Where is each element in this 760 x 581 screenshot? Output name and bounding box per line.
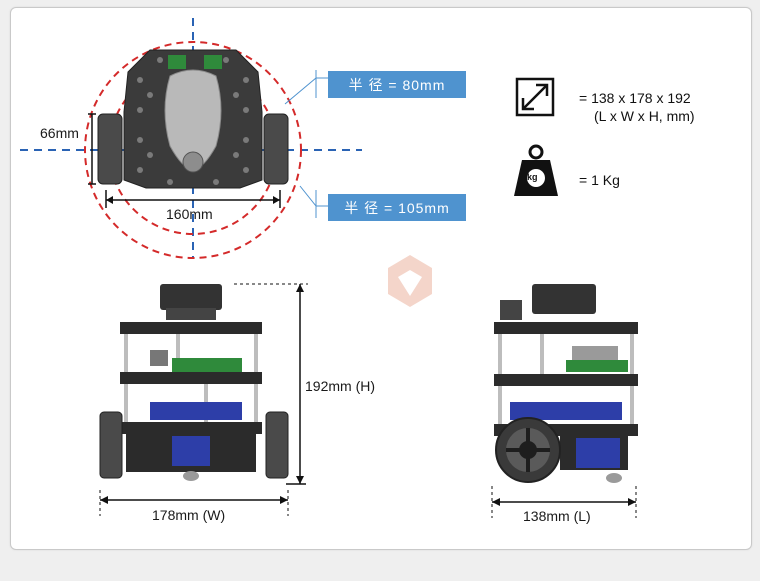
lidar-sensor <box>164 69 222 171</box>
front-width-label: 178mm (W) <box>152 507 226 523</box>
top-view <box>20 18 362 259</box>
front-right-wheel <box>265 411 289 479</box>
dimensions-spec-line2: (L x W x H, mm) <box>594 108 695 124</box>
radius-105-leader <box>299 185 328 207</box>
radius-105-circle <box>84 41 302 259</box>
radius-80-badge: 半 径 = 80mm <box>328 71 466 98</box>
plate-holes <box>137 57 249 185</box>
side-control-board <box>510 402 622 420</box>
height-label: 192mm (H) <box>305 378 376 394</box>
watermark-logo <box>388 255 432 307</box>
side-raspberry-board <box>566 360 628 372</box>
side-view <box>491 284 638 518</box>
caster-ball <box>182 151 204 173</box>
front-left-wheel <box>99 411 123 479</box>
front-bottom-plate <box>120 422 262 434</box>
front-view <box>99 283 308 516</box>
side-length-label: 138mm (L) <box>523 508 591 524</box>
side-top-plate <box>494 322 638 334</box>
front-lidar <box>160 284 222 310</box>
radius-105-badge: 半 径 = 105mm <box>328 194 466 221</box>
front-control-board <box>150 402 242 420</box>
front-battery <box>172 436 210 466</box>
wheel-height-label: 66mm <box>40 125 79 141</box>
side-lidar <box>532 284 596 314</box>
weight-icon <box>514 144 558 196</box>
side-middle-plate <box>494 374 638 386</box>
top-board-right <box>204 55 222 69</box>
weight-icon-text: kg <box>527 172 538 182</box>
front-raspberry-board <box>172 358 242 372</box>
top-board-left <box>168 55 186 69</box>
front-top-plate <box>120 322 262 334</box>
front-middle-plate <box>120 372 262 384</box>
dimensions-spec-line1: = 138 x 178 x 192 <box>579 90 691 106</box>
left-wheel <box>97 113 123 185</box>
side-battery <box>576 438 620 468</box>
radius-80-leader <box>284 77 328 105</box>
weight-spec: = 1 Kg <box>579 172 620 188</box>
width-160-label: 160mm <box>166 206 213 222</box>
right-wheel <box>263 113 289 185</box>
expand-icon <box>515 77 555 117</box>
